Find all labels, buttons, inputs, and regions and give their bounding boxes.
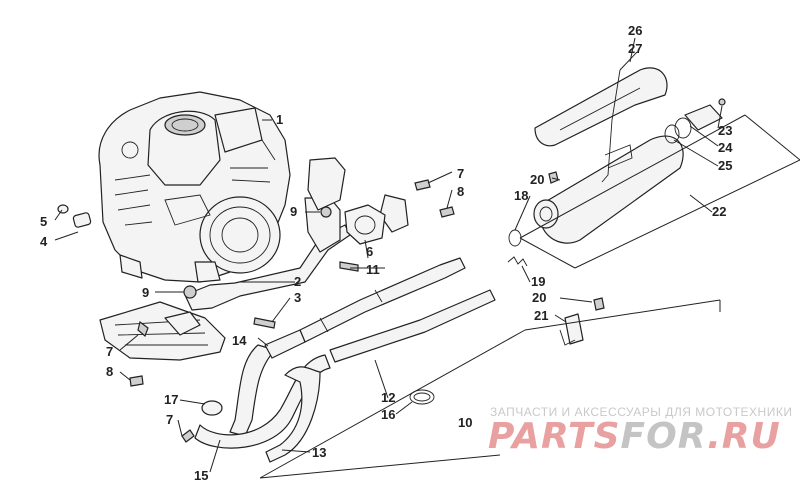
callout-11: 11	[366, 262, 380, 277]
nut-9-lower	[183, 285, 197, 299]
callout-20-lower: 20	[532, 290, 546, 305]
watermark: ЗАПЧАСТИ И АКСЕССУАРЫ ДЛЯ МОТОТЕХНИКИ PA…	[488, 405, 792, 457]
callout-24: 24	[718, 140, 733, 155]
bolt-7-upper	[414, 179, 431, 191]
bolt-7-lower	[137, 320, 149, 338]
nut-9-upper	[320, 206, 332, 218]
heat-shield-26	[534, 67, 668, 147]
callout-10: 10	[458, 415, 472, 430]
callout-8-upper: 8	[457, 184, 464, 199]
header-pipe-upper	[299, 257, 466, 343]
callout-2: 2	[294, 274, 301, 289]
callout-7-lower: 7	[106, 344, 113, 359]
callout-3: 3	[294, 290, 301, 305]
spacer-bolt-4-5	[57, 204, 92, 228]
spark-arrestor-24	[674, 104, 723, 139]
callout-25: 25	[718, 158, 732, 173]
callout-21: 21	[534, 308, 548, 323]
bracket-27	[601, 69, 621, 183]
frame-group-10	[259, 299, 721, 479]
watermark-subtitle: ЗАПЧАСТИ И АКСЕССУАРЫ ДЛЯ МОТОТЕХНИКИ	[490, 405, 792, 419]
callout-9-upper: 9	[290, 204, 297, 219]
watermark-brand: PARTSFOR.RU	[488, 416, 781, 457]
watermark-brand-parts: PARTS	[488, 416, 621, 457]
callout-4: 4	[40, 234, 48, 249]
callout-20-upper: 20	[530, 172, 544, 187]
midpipe	[265, 289, 496, 463]
callout-7-bottom: 7	[166, 412, 173, 427]
callout-12: 12	[381, 390, 395, 405]
callout-1: 1	[276, 112, 283, 127]
bracket-21	[559, 313, 584, 346]
callout-6: 6	[366, 244, 373, 259]
callout-7-upper: 7	[457, 166, 464, 181]
exhaust-flange	[344, 204, 386, 245]
clamp-16	[409, 389, 435, 405]
callout-9-lower: 9	[142, 285, 149, 300]
bolt-11	[339, 261, 359, 272]
bolt-8-lower	[129, 375, 144, 387]
bolt-3	[253, 317, 276, 329]
header-pipe-front	[229, 329, 306, 437]
bolt-8-upper	[439, 206, 455, 218]
callout-8-lower: 8	[106, 364, 113, 379]
callout-18: 18	[514, 188, 528, 203]
leader-lines	[54, 37, 723, 473]
callout-27: 27	[628, 41, 642, 56]
watermark-brand-for: FOR	[621, 416, 708, 457]
gasket-17	[201, 400, 223, 416]
gasket-18	[508, 229, 522, 247]
callout-14: 14	[232, 333, 247, 348]
skid-plate	[99, 301, 226, 361]
upper-heat-shield	[307, 157, 409, 233]
callout-15: 15	[194, 468, 208, 483]
callout-19: 19	[531, 274, 545, 289]
callout-16: 16	[381, 407, 395, 422]
callout-5: 5	[40, 214, 47, 229]
callout-17: 17	[164, 392, 178, 407]
engine-assembly	[98, 91, 291, 283]
frame-group-22	[519, 114, 800, 269]
callout-22: 22	[712, 204, 726, 219]
nut-20-lower	[593, 297, 605, 311]
callout-23: 23	[718, 123, 732, 138]
gasket-25	[664, 124, 680, 144]
screw-23	[718, 98, 726, 106]
callout-26: 26	[628, 23, 642, 38]
watermark-brand-ru: .RU	[707, 416, 781, 457]
nut-20-upper	[548, 171, 559, 184]
bolt-7-bottom	[181, 429, 195, 443]
callout-13: 13	[312, 445, 326, 460]
spring-19	[507, 256, 528, 267]
header-pipe-lower	[194, 354, 331, 449]
